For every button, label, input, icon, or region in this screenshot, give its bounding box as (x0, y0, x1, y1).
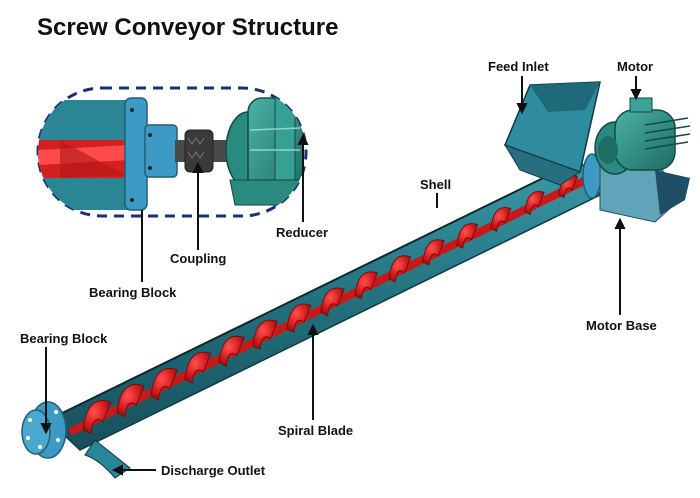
spiral-blade-turn (286, 303, 312, 334)
motor (594, 97, 691, 175)
detail-callout (36, 86, 308, 218)
spiral-blade-turn (490, 207, 512, 233)
label-motor-base: Motor Base (586, 318, 657, 333)
spiral-blade-turn (354, 271, 379, 300)
spiral-blade-turn (320, 287, 345, 317)
spiral-blade-turn (252, 319, 279, 351)
diagram-title: Screw Conveyor Structure (37, 14, 339, 41)
label-spiral-blade: Spiral Blade (278, 423, 354, 438)
spiral-blade-turn (388, 255, 412, 283)
label-feed-inlet: Feed Inlet (488, 59, 549, 74)
spiral-blade-turn (116, 384, 145, 418)
label-shell: Shell (420, 177, 452, 192)
feed-inlet-hopper (503, 81, 601, 186)
spiral-blade-turn (456, 223, 479, 249)
spiral-blade (82, 174, 579, 435)
label-bearing-block-top: Bearing Block (89, 285, 177, 300)
spiral-blade-turn (184, 351, 212, 384)
spiral-blade-turn (82, 400, 112, 435)
spiral-blade-turn (524, 191, 545, 216)
label-reducer: Reducer (276, 225, 329, 240)
spiral-blade-turn (422, 239, 445, 266)
motor-base (599, 164, 690, 223)
label-coupling: Coupling (170, 251, 227, 266)
label-discharge-outlet: Discharge Outlet (161, 463, 266, 478)
label-bearing-block-bottom: Bearing Block (20, 331, 108, 346)
spiral-blade-turn (218, 335, 245, 367)
spiral-blade-turn (150, 367, 179, 401)
leader-lines (40, 76, 642, 476)
label-motor: Motor (617, 59, 654, 74)
